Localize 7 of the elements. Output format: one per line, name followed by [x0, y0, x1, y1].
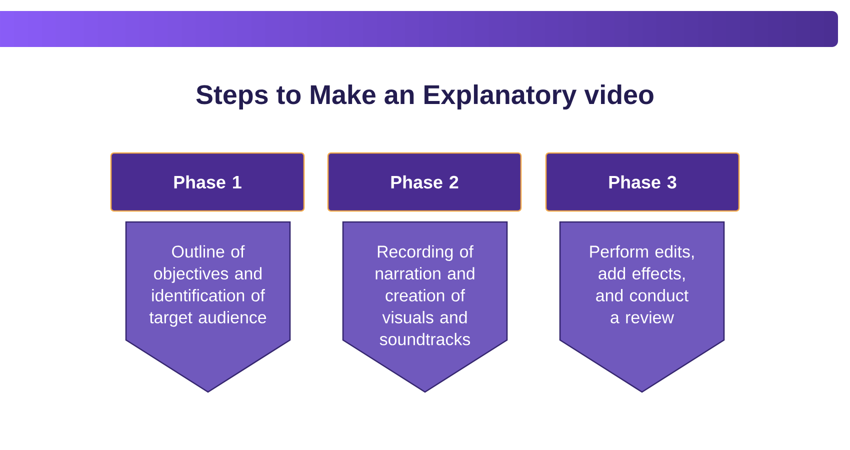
pentagon-box: Recording of narration and creation of visuals and soundtracks — [342, 221, 508, 393]
title: Steps to Make an Explanatory video — [196, 84, 654, 110]
pentagon-box: Perform edits, add effects, and conduct a review — [559, 221, 725, 393]
phase-box: Phase 2 — [327, 152, 522, 212]
phase-box: Phase 1 — [110, 152, 305, 212]
pentagon-box: Outline of objectives and identification of target audience — [125, 221, 291, 393]
phase-box: Phase 3 — [545, 152, 740, 212]
